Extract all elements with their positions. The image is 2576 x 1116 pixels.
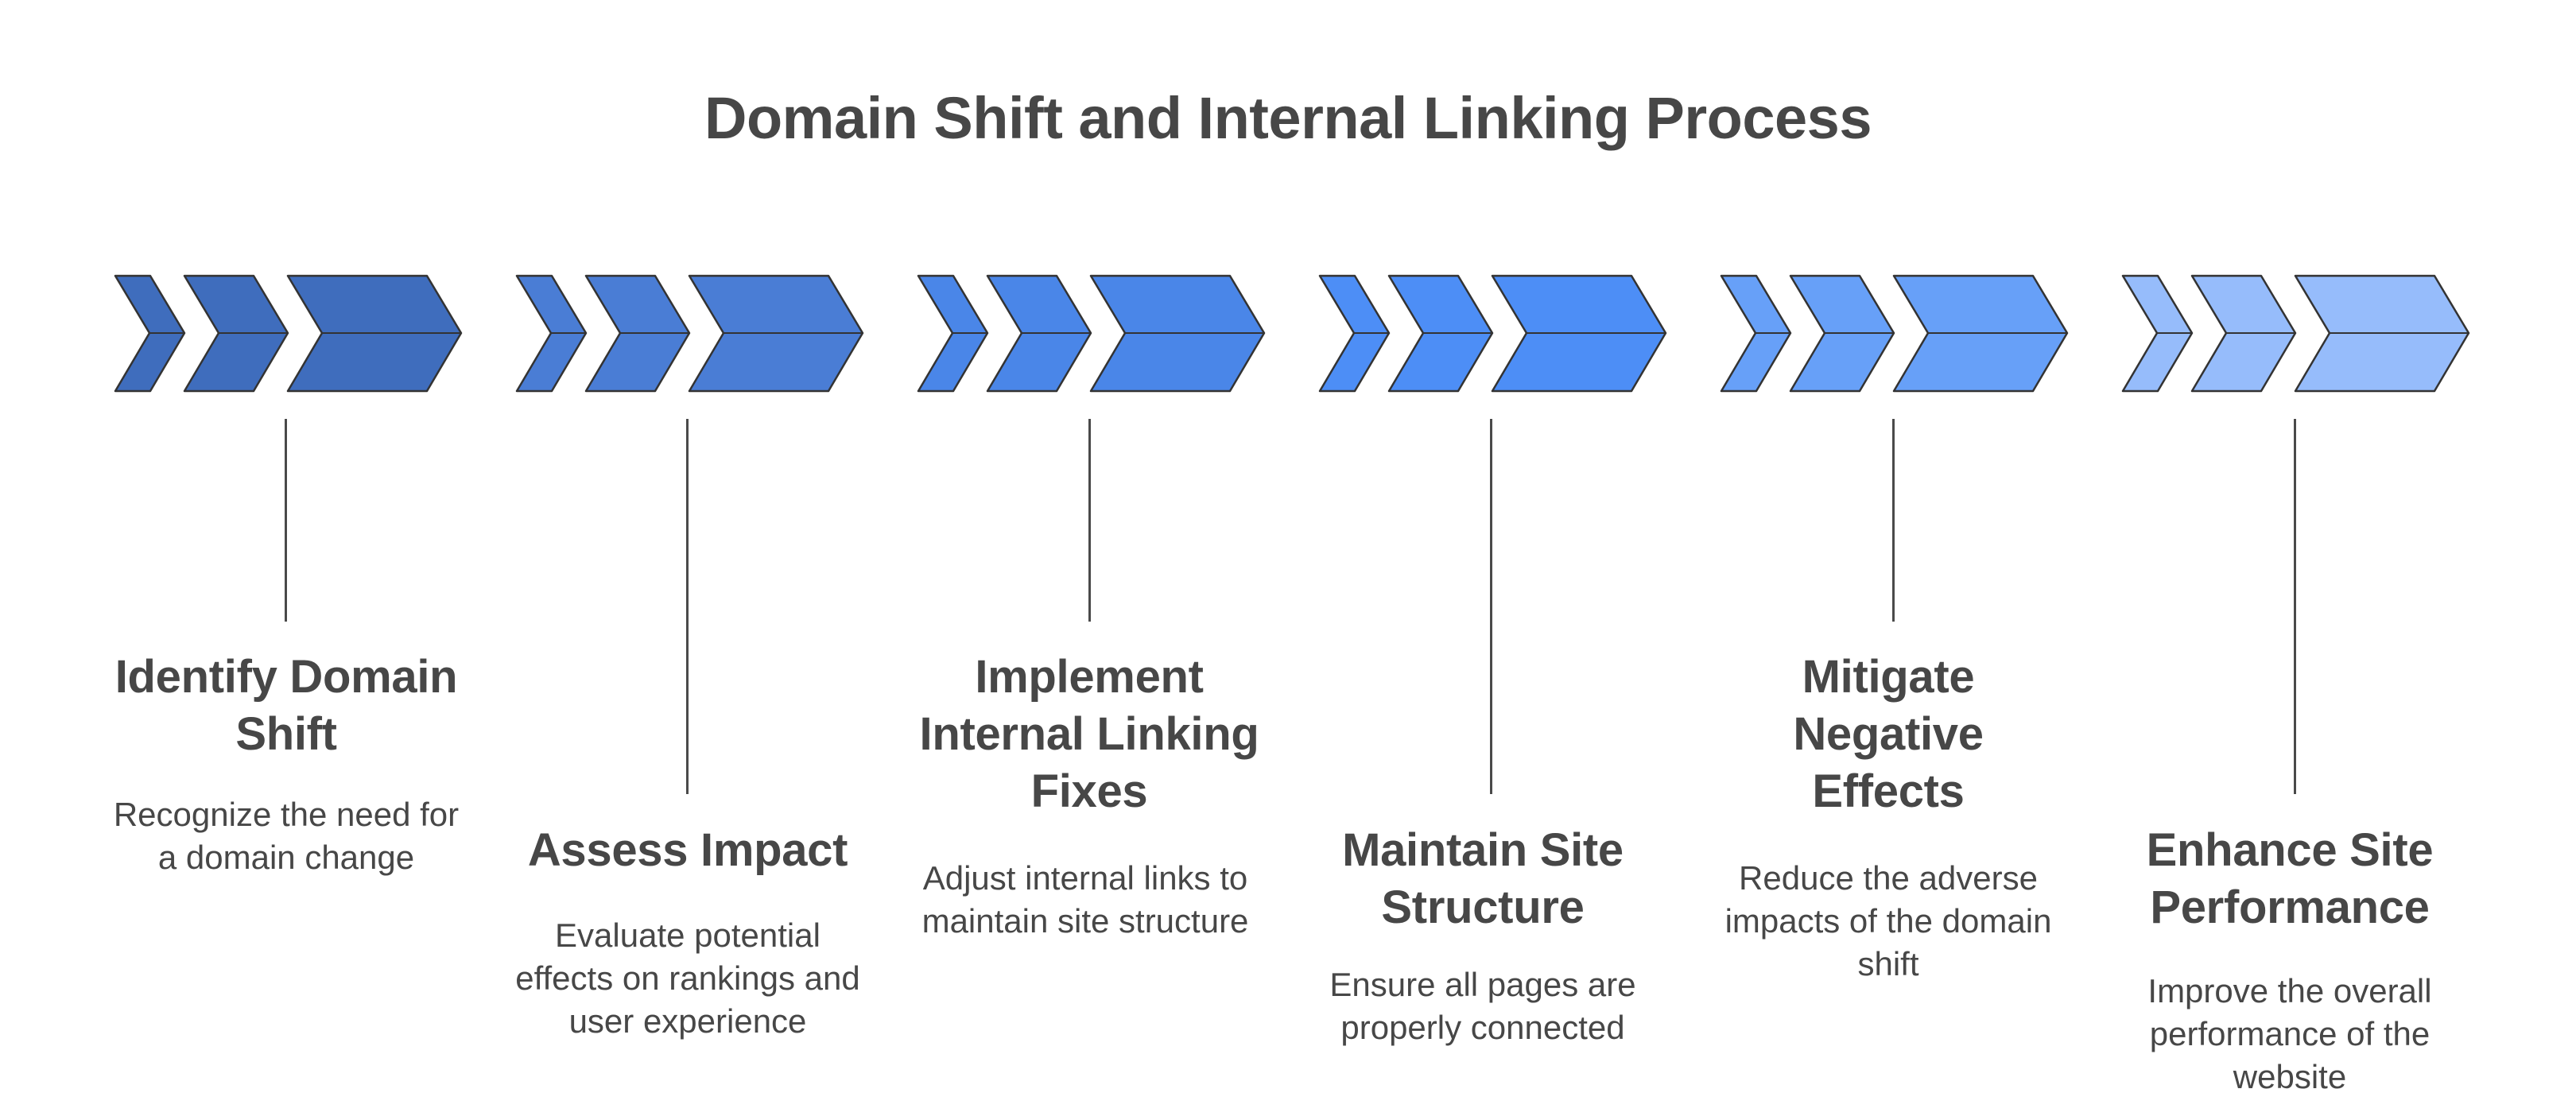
step-heading-5: Mitigate Negative Effects <box>1793 651 1984 817</box>
step-description-5: Reduce the adverse impacts of the domain… <box>1724 859 2052 982</box>
connector-line-1 <box>285 419 287 622</box>
chevron-group-3 <box>917 274 1266 393</box>
chevron-group-1 <box>114 274 463 393</box>
chevron-group-5 <box>1720 274 2069 393</box>
step-heading-3: Implement Internal Linking Fixes <box>919 651 1259 817</box>
connector-line-4 <box>1490 419 1492 794</box>
step-heading-1: Identify Domain Shift <box>114 651 458 760</box>
step-heading-2: Assess Impact <box>527 824 848 876</box>
chevron-group-4 <box>1318 274 1667 393</box>
connector-line-3 <box>1088 419 1091 622</box>
step-heading-4: Maintain Site Structure <box>1342 824 1624 933</box>
connector-line-2 <box>686 419 689 794</box>
step-description-3: Adjust internal links to maintain site s… <box>921 859 1249 940</box>
connector-line-6 <box>2294 419 2296 794</box>
step-description-2: Evaluate potential effects on rankings a… <box>515 916 860 1040</box>
diagram-title: Domain Shift and Internal Linking Proces… <box>704 85 1872 151</box>
step-description-4: Ensure all pages are properly connected <box>1329 966 1636 1046</box>
chevron-group-2 <box>515 274 864 393</box>
step-heading-6: Enhance Site Performance <box>2146 824 2434 933</box>
step-description-6: Improve the overall performance of the w… <box>2147 972 2432 1095</box>
chevron-group-6 <box>2121 274 2470 393</box>
step-description-1: Recognize the need for a domain change <box>113 796 460 876</box>
connector-line-5 <box>1892 419 1895 622</box>
